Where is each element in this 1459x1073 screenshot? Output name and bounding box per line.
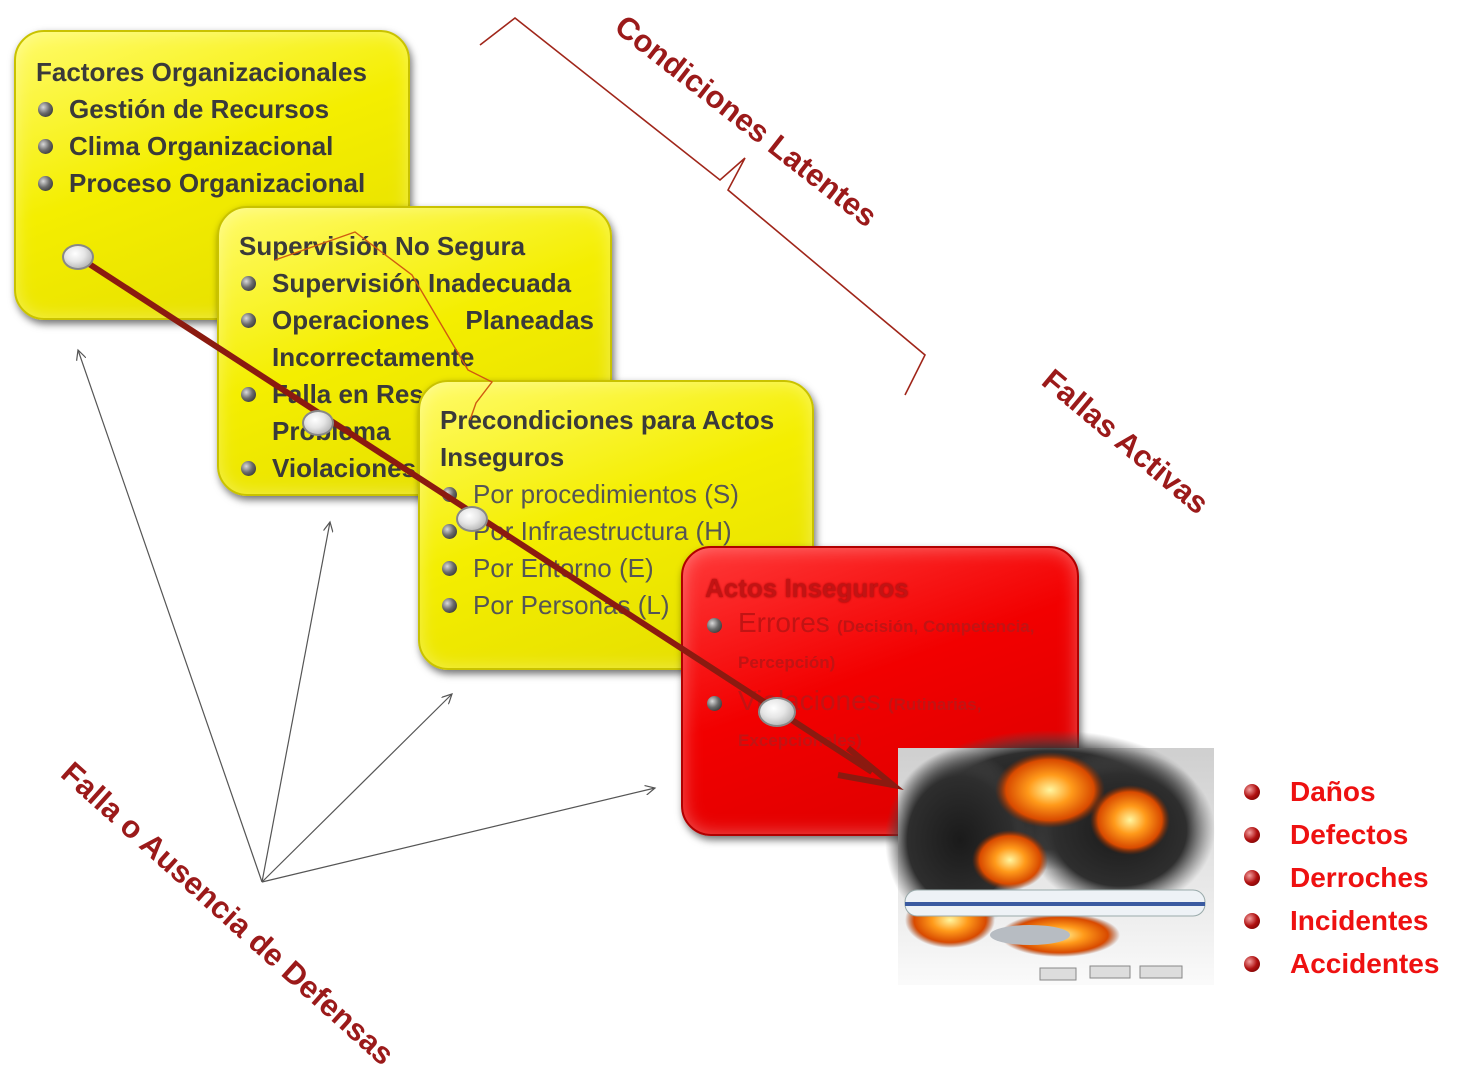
- bullet-icon: [1244, 827, 1260, 843]
- bullet-icon: [38, 139, 53, 154]
- factores-organizacionales-box: Factores Organizacionales Gestión de Rec…: [14, 30, 410, 320]
- factores-item: Proceso Organizacional: [36, 165, 408, 202]
- defense-arrows: [78, 350, 655, 883]
- hole-icon: [758, 697, 796, 727]
- outcome-item: Accidentes: [1240, 942, 1439, 985]
- hole-icon: [302, 410, 334, 436]
- factores-item: Gestión de Recursos: [36, 91, 408, 128]
- outcome-item: Daños: [1240, 770, 1439, 813]
- bullet-icon: [1244, 956, 1260, 972]
- precondiciones-item: Por Personas (L): [440, 587, 796, 624]
- bullet-icon: [442, 598, 457, 613]
- supervision-item: Operaciones Planeadas Incorrectamente: [239, 302, 594, 376]
- precondiciones-item: Por procedimientos (S): [440, 476, 796, 513]
- bullet-icon: [38, 176, 53, 191]
- factores-title: Factores Organizacionales: [36, 57, 367, 87]
- actos-item: Errores (Decisión, Competencia, Percepci…: [705, 607, 1057, 679]
- bullet-icon: [442, 561, 457, 576]
- bullet-icon: [38, 102, 53, 117]
- bullet-icon: [241, 276, 256, 291]
- bullet-icon: [707, 696, 722, 711]
- trajectory-arrowhead: [837, 745, 904, 791]
- bullet-icon: [707, 618, 722, 633]
- bullet-icon: [241, 313, 256, 328]
- hole-icon: [62, 244, 94, 270]
- bullet-icon: [1244, 784, 1260, 800]
- outcome-item: Incidentes: [1240, 899, 1439, 942]
- precondiciones-item: Por Entorno (E): [440, 550, 796, 587]
- outcomes-list: Daños Defectos Derroches Incidentes Acci…: [1240, 770, 1439, 985]
- outcome-item: Derroches: [1240, 856, 1439, 899]
- bullet-icon: [1244, 913, 1260, 929]
- latentes-bracket: [479, 16, 926, 396]
- hole-trace: [274, 231, 494, 421]
- airplane-fire-image: [880, 730, 1220, 1010]
- outcome-item: Defectos: [1240, 813, 1439, 856]
- diagram-graphics: [0, 16, 1220, 1010]
- flame: [995, 752, 1105, 828]
- flame: [1090, 785, 1170, 855]
- supervision-item: Supervisión Inadecuada: [239, 265, 594, 302]
- hole-icon: [456, 506, 488, 532]
- bullet-icon: [241, 387, 256, 402]
- precondiciones-title: Precondiciones para Actos Inseguros: [440, 405, 775, 472]
- bullet-icon: [442, 524, 457, 539]
- factores-item: Clima Organizacional: [36, 128, 408, 165]
- actos-title: Actos Inseguros: [705, 573, 909, 603]
- flame: [972, 830, 1048, 890]
- bullet-icon: [241, 461, 256, 476]
- bullet-icon: [1244, 870, 1260, 886]
